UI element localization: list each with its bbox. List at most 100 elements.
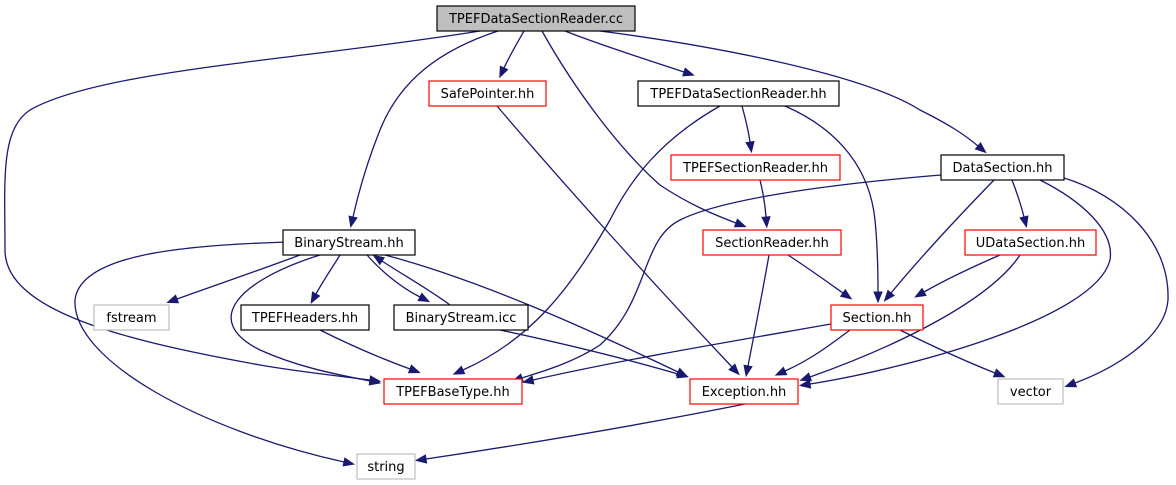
node-box[interactable] [637,80,840,107]
edge-line [923,254,1001,293]
node-label: TPEFSectionReader.hh [682,161,828,176]
arrowhead [728,363,740,376]
edge-datasection-hh-to-exception-hh [798,179,1112,389]
arrowhead [1019,215,1029,228]
edge-tpefdatasectionreader-cc-to-tpefdatasectionreader-hh [564,30,695,77]
node-box[interactable] [356,453,416,480]
edge-line [890,179,995,294]
edge-line [462,105,721,371]
node-exception-hh[interactable]: Exception.hh [689,378,799,405]
arrowhead [974,142,987,154]
edge-tpefdatasectionreader-cc-to-binarystream-hh [348,30,499,229]
edge-line [809,254,1021,378]
edge-line [4,30,481,381]
node-label: BinaryStream.hh [294,236,403,251]
edge-line [759,179,767,218]
arrowhead [452,365,466,375]
node-box[interactable] [689,378,799,405]
edge-tpefsectionreader-hh-to-sectionreader-hh [759,179,771,229]
edge-line [74,241,345,463]
node-label: SectionReader.hh [715,236,829,251]
arrowhead [682,67,695,77]
node-label: fstream [106,311,156,326]
node-box[interactable] [940,154,1065,181]
node-tpefsectionreader-hh[interactable]: TPEFSectionReader.hh [670,154,841,181]
node-sectionreader-hh[interactable]: SectionReader.hh [702,229,842,256]
edge-tpefdatasectionreader-cc-to-sectionreader-hh [541,30,747,228]
edge-line [176,254,301,300]
node-box[interactable] [964,229,1097,256]
node-box[interactable] [393,304,529,331]
edge-tpefdatasectionreader-cc-to-datasection-hh [599,30,987,154]
node-box[interactable] [282,229,416,256]
edge-line [1011,179,1025,218]
edge-line [230,254,371,382]
node-tpefdatasectionreader-cc[interactable]: TPEFDataSectionReader.cc [436,5,636,32]
edge-binarystream-icc-to-exception-hh [499,329,689,379]
edge-line [787,254,844,294]
arrowhead [417,292,431,303]
edge-binarystream-hh-to-string [74,241,356,467]
edge-line [319,329,411,370]
edge-section-hh-to-vector [899,329,1006,378]
node-udatasection-hh[interactable]: UDataSection.hh [964,229,1097,256]
node-box[interactable] [240,304,370,331]
node-tpefheaders-hh[interactable]: TPEFHeaders.hh [240,304,370,331]
node-box[interactable] [670,154,841,181]
edge-line [809,179,1112,385]
node-tpefdatasectionreader-hh[interactable]: TPEFDataSectionReader.hh [637,80,840,107]
edge-section-hh-to-tpefbasetype-hh [521,323,832,385]
node-binarystream-hh[interactable]: BinaryStream.hh [282,229,416,256]
node-label: vector [1010,385,1052,400]
edge-line [496,105,733,368]
node-string[interactable]: string [356,453,416,480]
edge-line [741,105,751,143]
node-box[interactable] [93,304,170,331]
edge-line [503,30,525,69]
node-label: DataSection.hh [953,161,1053,176]
edge-exception-hh-to-string [414,403,746,464]
node-label: string [367,460,404,475]
node-box[interactable] [428,80,547,107]
edge-datasection-hh-to-udatasection-hh [1011,179,1029,228]
node-binarystream-icc[interactable]: BinaryStream.icc [393,304,529,331]
edge-binarystream-hh-to-tpefbasetype-hh [230,254,382,386]
node-label: Exception.hh [702,385,787,400]
node-label: Section.hh [843,311,912,326]
arrowhead [743,364,753,378]
edge-line [366,254,421,298]
arrowhead [914,287,927,298]
node-safepointer-hh[interactable]: SafePointer.hh [428,80,547,107]
edge-line [521,174,942,379]
node-fstream[interactable]: fstream [93,304,170,331]
edge-line [352,30,499,218]
edge-sectionreader-hh-to-section-hh [787,254,853,300]
node-box[interactable] [702,229,842,256]
node-box[interactable] [997,378,1064,405]
node-section-hh[interactable]: Section.hh [830,304,924,331]
arrowhead [310,291,321,304]
arrowhead [733,218,747,228]
edge-binarystream-hh-to-fstream [166,254,301,304]
node-box[interactable] [436,5,636,32]
node-vector[interactable]: vector [997,378,1064,405]
arrowhead [798,379,812,389]
edge-line [784,329,851,372]
edge-line [599,30,979,147]
node-datasection-hh[interactable]: DataSection.hh [940,154,1065,181]
edge-line [532,323,832,381]
edge-binarystream-hh-to-binarystream-icc [366,254,431,303]
node-tpefbasetype-hh[interactable]: TPEFBaseType.hh [383,378,523,405]
edge-line [499,329,679,375]
edge-sectionreader-hh-to-exception-hh [743,254,770,378]
arrowhead [342,457,356,467]
node-box[interactable] [830,304,924,331]
arrowhead [761,216,771,229]
node-box[interactable] [383,378,523,405]
arrowhead [992,368,1006,378]
edge-line [541,30,737,224]
edge-udatasection-hh-to-exception-hh [799,254,1021,382]
arrowhead [883,289,895,302]
edge-udatasection-hh-to-section-hh [914,254,1001,298]
arrowhead [368,376,382,386]
